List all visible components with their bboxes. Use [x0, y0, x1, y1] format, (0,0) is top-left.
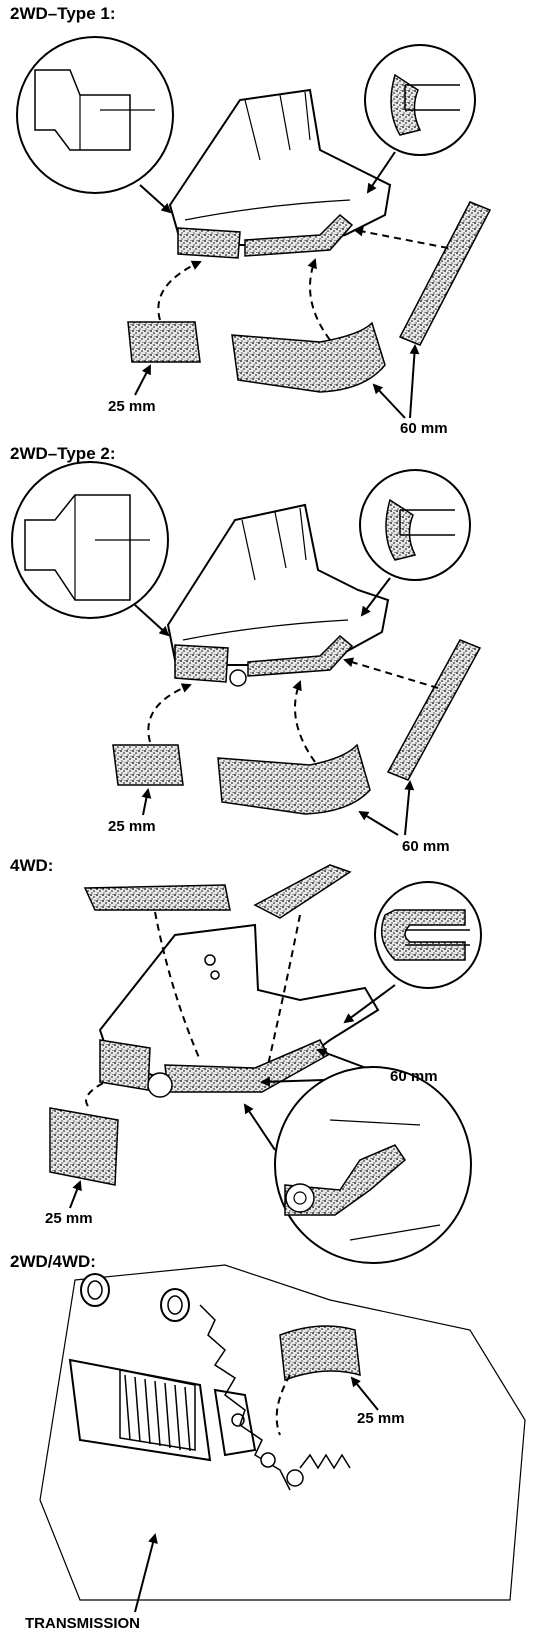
callout-25mm: 25 mm — [108, 398, 156, 415]
section-title-2wd-type2: 2WD–Type 2: — [10, 444, 116, 463]
callout-25mm: 25 mm — [45, 1210, 93, 1227]
callout-60mm: 60 mm — [400, 420, 448, 437]
callout-60mm: 60 mm — [402, 838, 450, 855]
callout-60mm: 60 mm — [390, 1068, 438, 1085]
callout-transmission: TRANSMISSION — [25, 1615, 141, 1632]
section-title-4wd: 4WD: — [10, 856, 54, 875]
callout-25mm: 25 mm — [108, 818, 156, 835]
section-title-2wd-type1: 2WD–Type 1: — [10, 4, 116, 23]
section-2wd-type2-figure — [11, 461, 482, 836]
section-4wd-figure — [49, 864, 482, 1264]
section-title-2wd-4wd: 2WD/4WD: — [10, 1252, 96, 1271]
callout-25mm: 25 mm — [357, 1410, 405, 1427]
section-2wd4wd-figure — [39, 1264, 526, 1613]
section-2wd-type1-figure — [16, 36, 492, 419]
